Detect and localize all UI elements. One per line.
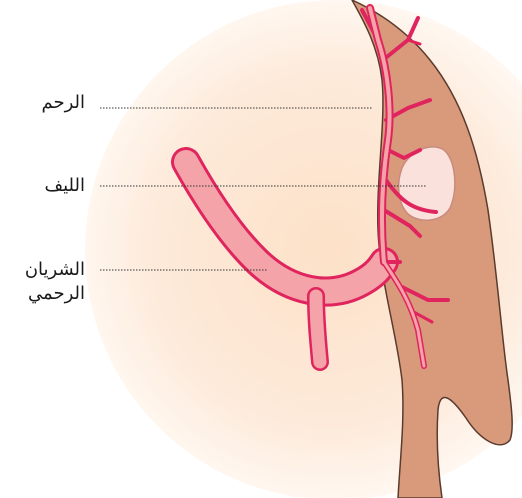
label-fibroid: الليف xyxy=(44,174,85,198)
label-uterus: الرحم xyxy=(41,91,85,115)
label-uterine-artery-line1: الشريان xyxy=(25,258,85,282)
label-uterine-artery-line2: الرحمي xyxy=(25,282,85,306)
label-uterine-artery: الشريان الرحمي xyxy=(25,258,85,306)
